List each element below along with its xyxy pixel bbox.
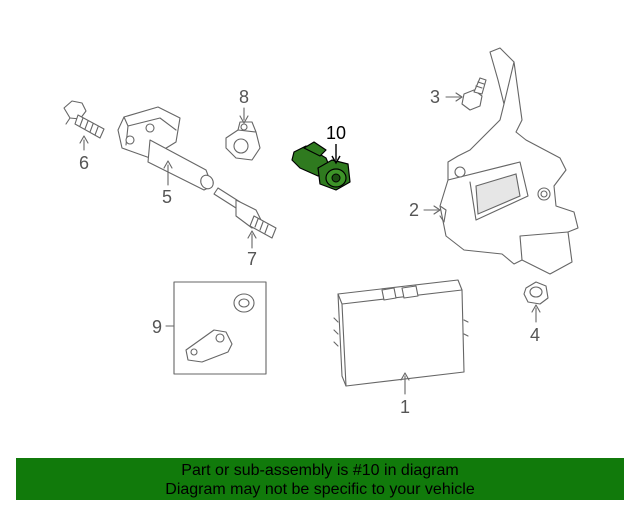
callout-5: 5 [162, 187, 173, 207]
part-7-spark-plug[interactable] [213, 187, 277, 249]
info-banner: Part or sub-assembly is #10 in diagram D… [16, 458, 624, 500]
part-6-bolt[interactable] [63, 100, 105, 151]
parts-diagram [63, 47, 579, 395]
part-2-bracket[interactable] [423, 47, 579, 275]
banner-line-2: Diagram may not be specific to your vehi… [165, 481, 475, 498]
callout-9: 9 [152, 317, 163, 337]
part-8-sensor[interactable] [225, 107, 261, 161]
part-4-nut[interactable] [523, 281, 549, 323]
callout-6: 6 [79, 153, 90, 173]
part-3-bolt[interactable] [445, 77, 487, 111]
part-5-ignition-coil[interactable] [117, 106, 216, 191]
banner-line-1: Part or sub-assembly is #10 in diagram [181, 462, 459, 479]
callout-10: 10 [326, 123, 347, 143]
part-10-knock-sensor[interactable] [291, 141, 351, 191]
callout-3: 3 [430, 87, 441, 107]
callout-2: 2 [409, 200, 420, 220]
callout-4: 4 [530, 325, 541, 345]
part-1-control-module[interactable] [333, 279, 469, 395]
callout-7: 7 [247, 249, 258, 269]
callout-8: 8 [239, 87, 250, 107]
part-9-kit[interactable] [165, 281, 267, 375]
callout-1: 1 [400, 397, 411, 417]
